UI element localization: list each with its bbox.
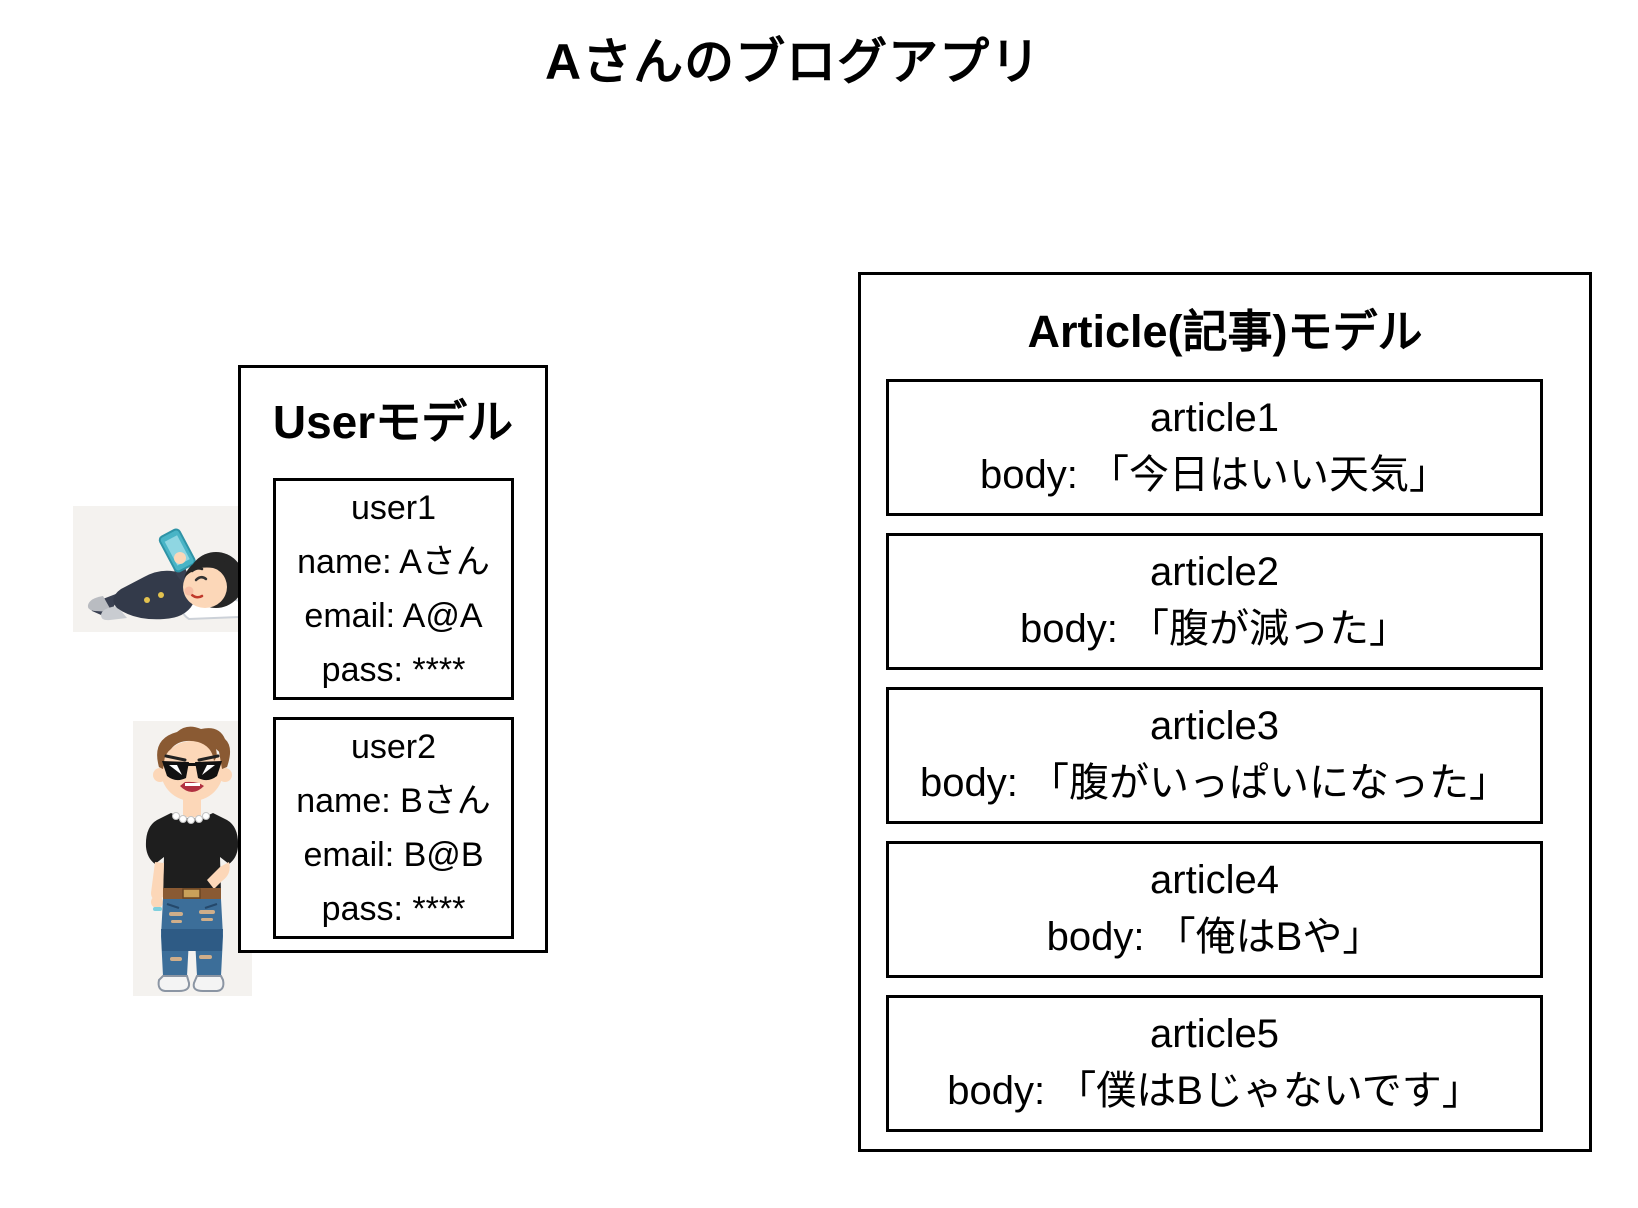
user-a-lying-smartphone-illustration	[73, 506, 257, 632]
user-record-name: user1	[350, 489, 437, 527]
article-record-name: article5	[1150, 1012, 1279, 1056]
article-record-name: article3	[1150, 704, 1279, 748]
user-record-name: user2	[350, 728, 437, 766]
user-record-user1: user1 name: Aさん email: A@A pass: ****	[273, 478, 514, 700]
article-record-name: article2	[1150, 550, 1279, 594]
user-record-field-name: name: Aさん	[297, 543, 490, 581]
article-record-body: body: 「俺はBや」	[1046, 915, 1383, 959]
article-record-article4: article4 body: 「俺はBや」	[886, 841, 1543, 978]
article-record-body: body: 「今日はいい天気」	[980, 453, 1449, 497]
article-record-body: body: 「腹がいっぱいになった」	[920, 761, 1509, 805]
user-record-field-email: email: B@B	[303, 836, 484, 874]
user-model-title: Userモデル	[272, 396, 514, 448]
user-record-user2: user2 name: Bさん email: B@B pass: ****	[273, 717, 514, 939]
article-record-article3: article3 body: 「腹がいっぱいになった」	[886, 687, 1543, 824]
user-record-field-email: email: A@A	[304, 597, 483, 635]
user-record-field-pass: pass: ****	[321, 651, 466, 689]
user-record-field-name: name: Bさん	[296, 782, 491, 820]
user-record-field-pass: pass: ****	[321, 890, 466, 928]
article-model-title: Article(記事)モデル	[1027, 306, 1423, 357]
article-record-article5: article5 body: 「僕はBじゃないです」	[886, 995, 1543, 1132]
article-record-body: body: 「腹が減った」	[1020, 607, 1409, 651]
article-record-name: article1	[1150, 396, 1279, 440]
article-record-article1: article1 body: 「今日はいい天気」	[886, 379, 1543, 516]
article-model-box: Article(記事)モデル article1 body: 「今日はいい天気」 …	[858, 272, 1592, 1152]
diagram-title: Aさんのブログアプリ	[545, 34, 1042, 90]
article-record-article2: article2 body: 「腹が減った」	[886, 533, 1543, 670]
user-model-box: Userモデル user1 name: Aさん email: A@A pass:…	[238, 365, 548, 953]
lying-man-smartphone-icon	[73, 506, 257, 632]
standing-man-sunglasses-icon	[133, 721, 252, 996]
user-b-standing-sunglasses-illustration	[133, 721, 252, 996]
article-record-body: body: 「僕はBじゃないです」	[947, 1069, 1482, 1113]
article-record-name: article4	[1150, 858, 1279, 902]
